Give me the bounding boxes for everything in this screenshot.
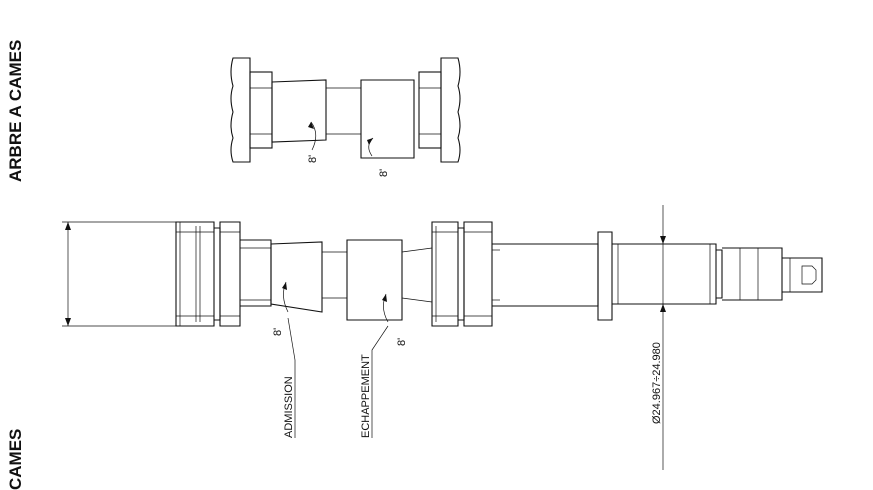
echappement-label: ECHAPPEMENT: [360, 354, 372, 438]
angle-label-detail-admission: 8': [307, 155, 319, 163]
camshaft-main-view: [62, 205, 823, 470]
echappement-leader: [371, 325, 389, 438]
admission-leader: [287, 317, 296, 438]
angle-label-admission: 8': [272, 328, 284, 336]
diameter-label: Ø24.967÷24.980: [651, 342, 663, 424]
detail-view-cams: 8' 8': [230, 57, 461, 177]
admission-label: ADMISSION: [283, 376, 295, 438]
angle-label-echappement: 8': [396, 338, 408, 346]
angle-label-detail-echappement: 8': [378, 169, 390, 177]
